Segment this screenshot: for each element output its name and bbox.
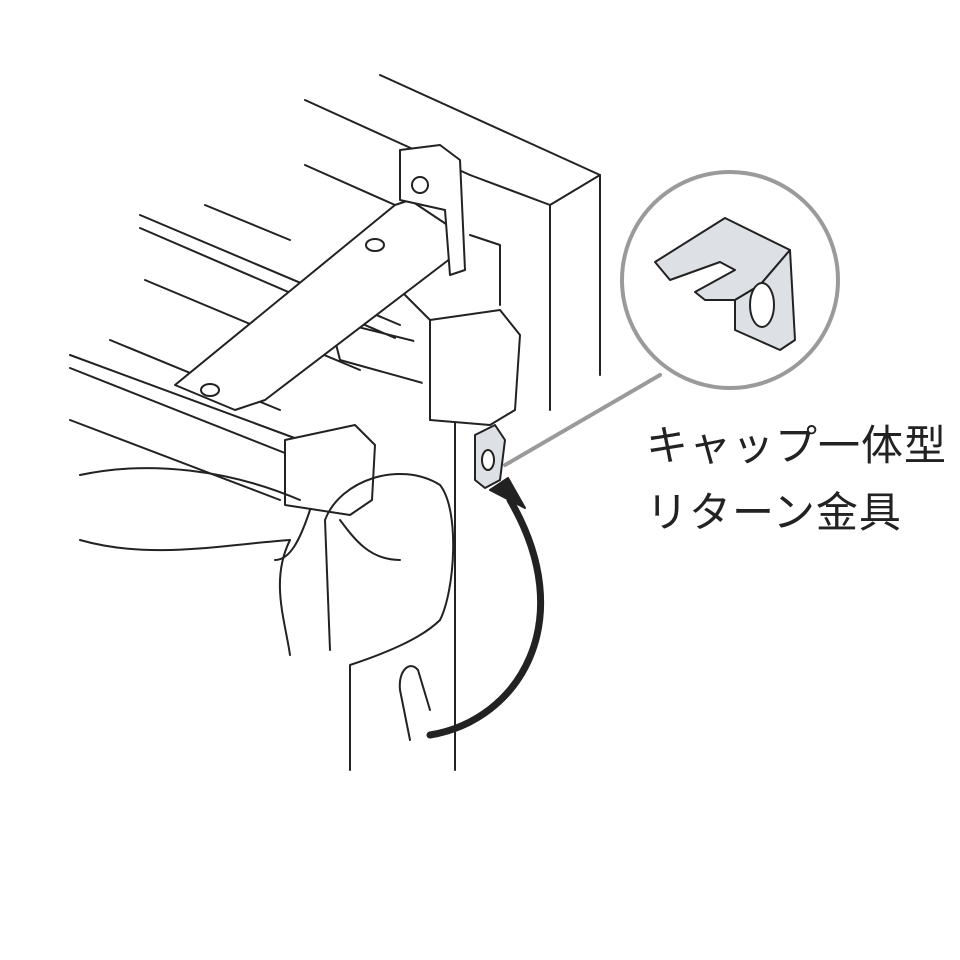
- callout-label-line1: キャップ一体型: [646, 421, 948, 470]
- detail-callout: [503, 170, 840, 467]
- curtain: [79, 467, 455, 771]
- window-frame: [304, 74, 601, 771]
- direction-arrow: [426, 477, 545, 739]
- curtain-hook: [398, 665, 431, 741]
- end-cap-back: [404, 294, 521, 426]
- wall-bracket: [174, 144, 466, 411]
- end-cap-front: [284, 424, 376, 516]
- callout-label-line2: リターン金具: [646, 488, 902, 537]
- return-bracket-part: [474, 424, 506, 489]
